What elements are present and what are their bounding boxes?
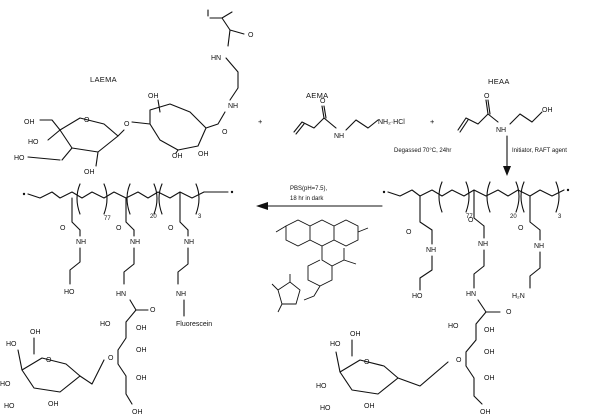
right-b2-oh-2: OH (484, 327, 495, 334)
left-gal-oh-1: HO (6, 341, 17, 348)
aema-label: AEMA (306, 91, 328, 100)
left-b3-nh: NH (184, 239, 194, 246)
right-b3-nh: NH (534, 243, 544, 250)
right-b3-h2n: H₂N (512, 293, 525, 300)
aema-o: O (320, 98, 326, 105)
right-gal-oh-4: HO (320, 405, 331, 412)
right-sub-3: 3 (558, 214, 562, 220)
right-b1-o: O (406, 229, 412, 236)
right-b1-ho: HO (412, 293, 423, 300)
left-b2-amide-o: O (150, 307, 156, 314)
laema-gal-oh-2: OH (84, 169, 95, 176)
laema-monomer: O HN NH O OH OH OH O O OH HO HO OH LAEMA (14, 9, 254, 176)
reaction-reagents: Initiator, RAFT agent (512, 148, 567, 154)
left-b2-oh-2: OH (136, 325, 147, 332)
laema-oh-3: OH (172, 153, 183, 160)
right-gal-o: O (364, 359, 370, 366)
right-b2-oh-1: HO (448, 323, 459, 330)
left-b2-oh-5: OH (132, 409, 143, 416)
laema-ring-o: O (84, 117, 90, 124)
right-b1-nh: NH (426, 247, 436, 254)
laema-carbonyl-o: O (248, 32, 254, 39)
left-b3-o: O (168, 225, 174, 232)
left-b2-nh: NH (130, 239, 140, 246)
right-b3-o: O (518, 225, 524, 232)
left-b1-ho: HO (64, 289, 75, 296)
heaa-nh: NH (496, 127, 506, 134)
fluorescein-reagent (271, 219, 369, 313)
right-sub-1: 77 (466, 214, 473, 220)
laema-nh-top: HN (211, 55, 221, 62)
right-b2-nh: NH (478, 241, 488, 248)
laema-oh-2: OH (198, 151, 209, 158)
fitc-conditions-1: PBS(pH=7.5), (290, 186, 328, 192)
left-sub-1: 77 (104, 216, 111, 222)
left-b2-oh-4: OH (136, 375, 147, 382)
reaction-conditions: Degassed 70°C, 24hr (394, 148, 451, 154)
laema-gal-oh-1: OH (24, 119, 35, 126)
left-gal-oh-4: HO (4, 403, 15, 410)
aema-nh: NH (334, 133, 344, 140)
left-b2-o: O (116, 225, 122, 232)
left-b1-nh: NH (76, 239, 86, 246)
laema-glyc-o: O (124, 121, 130, 128)
left-gal-o: O (46, 357, 52, 364)
right-gal-oh-1: HO (330, 341, 341, 348)
left-fluorescein-label: Fluorescein (176, 321, 212, 328)
left-b2-oh-1: HO (100, 321, 111, 328)
right-gal-oh-2: OH (350, 331, 361, 338)
polymer-left: 77 20 3 O NH HO O NH HN O HO OH OH OH OH… (0, 183, 234, 416)
heaa-label: HEAA (488, 77, 510, 86)
heaa-o: O (484, 93, 490, 100)
right-sub-2: 20 (510, 214, 517, 220)
plus-2: + (430, 117, 435, 126)
right-b2-hn: HN (466, 291, 476, 298)
polymer-right: 77 20 3 O NH HO O NH HN O HO OH OH OH OH… (316, 181, 570, 416)
plus-1: + (258, 117, 263, 126)
laema-oh-1: OH (148, 93, 159, 100)
left-b1-o: O (60, 225, 66, 232)
left-b3-nh-2: NH (176, 291, 186, 298)
laema-gal-ho-1: HO (28, 139, 39, 146)
right-b2-oh-5: OH (480, 409, 491, 416)
laema-amide-o: O (222, 129, 228, 136)
fitc-conditions-2: 18 hr in dark (290, 196, 324, 202)
left-b2-oh-3: OH (136, 347, 147, 354)
aema-amine-salt: NH₂·HCl (378, 119, 405, 126)
left-gal-oh-2: OH (30, 329, 41, 336)
heaa-monomer: HEAA O NH OH (457, 77, 553, 134)
right-gal-oh-3: HO (316, 383, 327, 390)
right-b2-o: O (468, 217, 474, 224)
left-gal-oh-5: OH (48, 401, 59, 408)
right-b2-oh-4: OH (484, 375, 495, 382)
laema-gal-ho-2: HO (14, 155, 25, 162)
laema-label: LAEMA (90, 75, 117, 84)
right-b2-amide-o: O (506, 309, 512, 316)
fitc-arrow: PBS(pH=7.5), 18 hr in dark (256, 186, 383, 210)
left-b2-glyc-o: O (108, 355, 114, 362)
polymerization-arrow: Degassed 70°C, 24hr Initiator, RAFT agen… (394, 135, 567, 176)
left-sub-3: 3 (198, 214, 202, 220)
laema-nh-bottom: NH (228, 103, 238, 110)
right-b2-glyc-o: O (456, 357, 462, 364)
right-gal-oh-5: OH (364, 403, 375, 410)
aema-monomer: AEMA O NH NH₂·HCl (293, 91, 405, 140)
right-b2-oh-3: OH (484, 349, 495, 356)
heaa-oh: OH (542, 107, 553, 114)
left-sub-2: 20 (150, 214, 157, 220)
left-b2-hn: HN (116, 291, 126, 298)
left-gal-oh-3: HO (0, 381, 11, 388)
